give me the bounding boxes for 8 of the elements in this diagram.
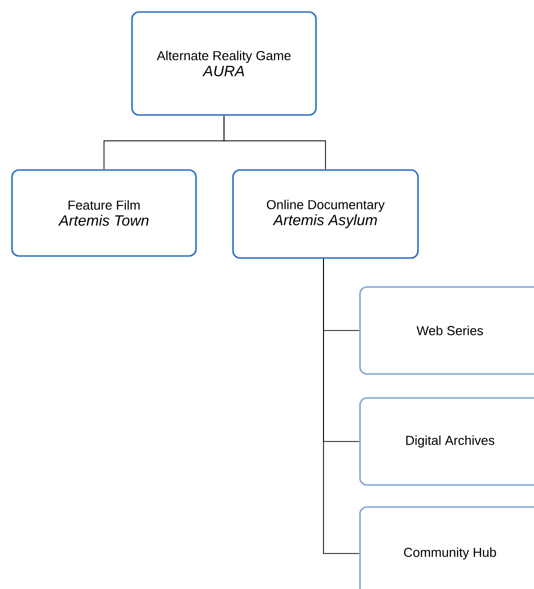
box: Digital Archives — [359, 397, 534, 486]
connector — [224, 115, 326, 170]
connector — [323, 258, 360, 554]
box: Web Series — [359, 286, 534, 375]
box: Feature Film Artemis Town — [11, 169, 197, 257]
box: Online Documentary Artemis Asylum — [232, 169, 419, 259]
box: Alternate Reality Game AURA — [131, 11, 317, 116]
box: Community Hub — [359, 506, 534, 589]
